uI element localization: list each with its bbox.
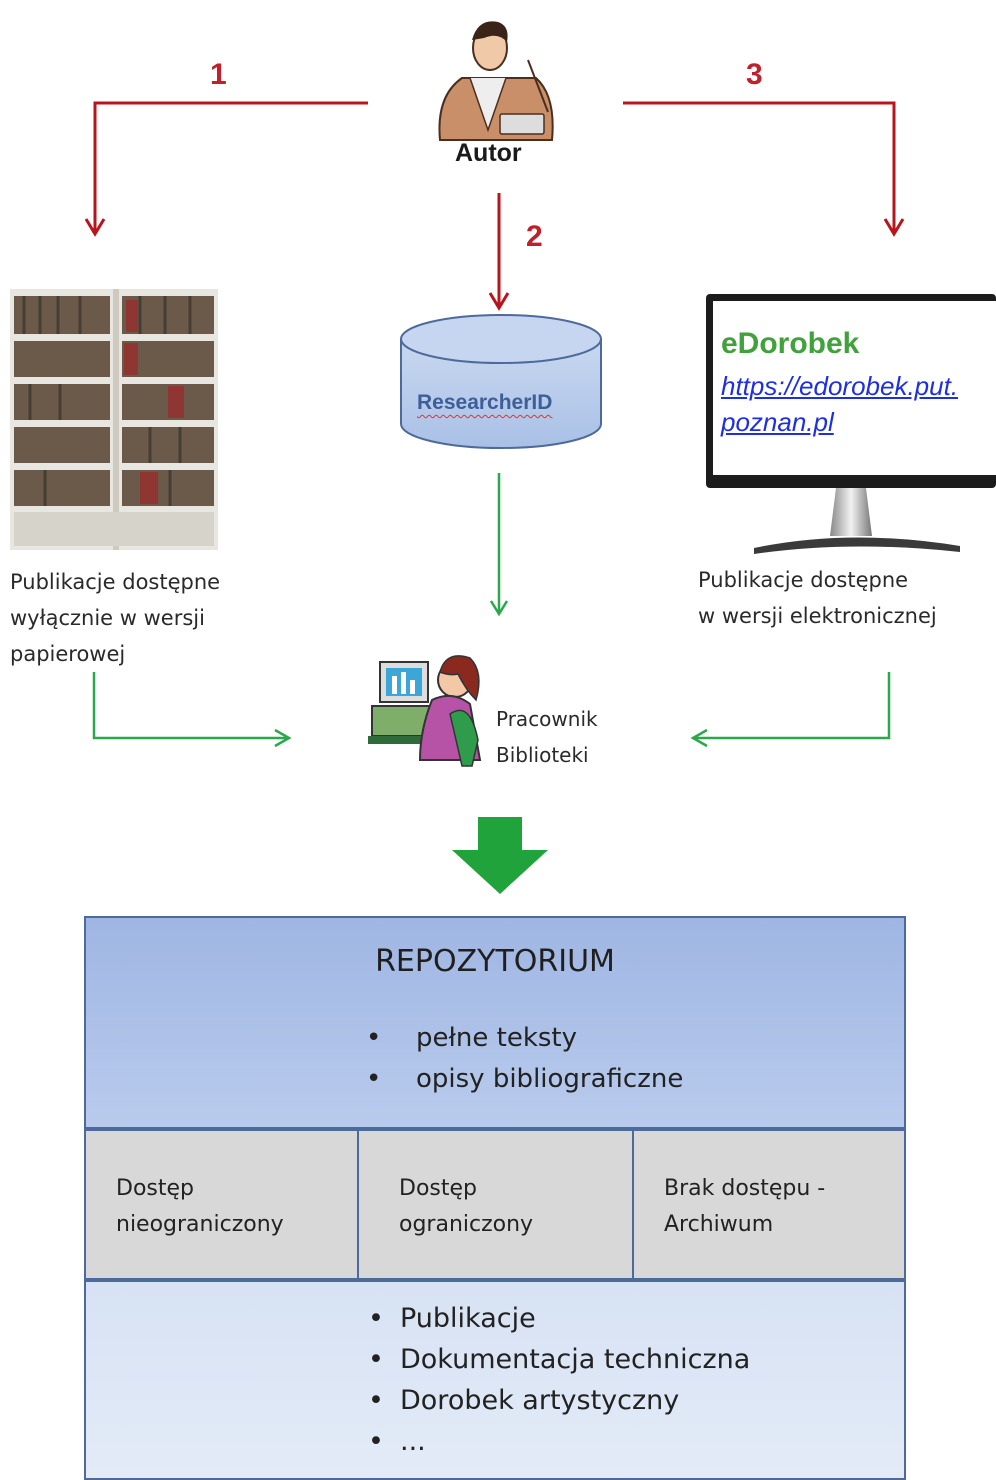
arrow-3 — [623, 101, 905, 237]
paper-line-2: wyłącznie w wersji — [10, 606, 205, 630]
bookshelf-icon — [10, 289, 218, 550]
librarian-icon — [368, 655, 482, 767]
access-line-2: ograniczony — [399, 1212, 534, 1237]
librarian-label: Pracownik Biblioteki — [496, 701, 598, 773]
electronic-publications-text: Publikacje dostępne w wersji elektronicz… — [698, 562, 937, 634]
arrow-2 — [488, 193, 510, 311]
edorobek-link-line1[interactable]: https://edorobek.put. — [721, 371, 959, 401]
repository-type-item: ... — [368, 1421, 750, 1462]
access-line-1: Dostęp — [116, 1176, 194, 1201]
librarian-line-2: Biblioteki — [496, 743, 589, 767]
edorobek-link-line2[interactable]: poznan.pl — [721, 407, 834, 437]
arrow-electronic-to-librarian — [690, 672, 891, 748]
access-restricted: Dostęp ograniczony — [357, 1129, 634, 1280]
arrow-paper-to-librarian — [92, 672, 292, 748]
repository-type-item: Publikacje — [368, 1298, 750, 1339]
big-down-arrow — [452, 817, 548, 894]
librarian-line-1: Pracownik — [496, 707, 598, 731]
access-unrestricted: Dostęp nieograniczony — [84, 1129, 359, 1280]
repository-title: REPOZYTORIUM — [375, 944, 615, 979]
paper-line-3: papierowej — [10, 642, 126, 666]
arrow-1 — [84, 101, 368, 237]
access-line-2: Archiwum — [664, 1212, 774, 1237]
step-3-label: 3 — [746, 58, 763, 91]
repository-type-item: Dokumentacja techniczna — [368, 1339, 750, 1380]
monitor-icon — [706, 294, 996, 554]
electronic-line-1: Publikacje dostępne — [698, 568, 909, 592]
edorobek-title: eDorobek — [721, 327, 860, 360]
repository-contents: pełne teksty opisy bibliograficzne — [366, 1018, 683, 1100]
paper-publications-text: Publikacje dostępne wyłącznie w wersji p… — [10, 564, 220, 672]
electronic-line-2: w wersji elektronicznej — [698, 604, 937, 628]
step-2-label: 2 — [526, 220, 543, 253]
step-1-label: 1 — [210, 58, 227, 91]
author-icon — [438, 21, 554, 141]
access-line-2: nieograniczony — [116, 1212, 284, 1237]
author-label: Autor — [455, 139, 522, 167]
paper-line-1: Publikacje dostępne — [10, 570, 221, 594]
access-line-1: Dostęp — [399, 1176, 477, 1201]
arrow-researcherid-to-librarian — [489, 473, 509, 617]
repository-types-box: Publikacje Dokumentacja techniczna Dorob… — [84, 1280, 906, 1480]
repository-types-list: Publikacje Dokumentacja techniczna Dorob… — [368, 1298, 750, 1462]
repository-content-item: pełne teksty — [366, 1018, 683, 1059]
access-archive: Brak dostępu - Archiwum — [632, 1129, 906, 1280]
researcherid-database-icon — [400, 314, 602, 449]
researcherid-label: ResearcherID — [417, 391, 553, 414]
repository-box: REPOZYTORIUM pełne teksty opisy bibliogr… — [84, 916, 906, 1129]
repository-content-item: opisy bibliograficzne — [366, 1059, 683, 1100]
repository-type-item: Dorobek artystyczny — [368, 1380, 750, 1421]
access-line-1: Brak dostępu - — [664, 1176, 826, 1201]
